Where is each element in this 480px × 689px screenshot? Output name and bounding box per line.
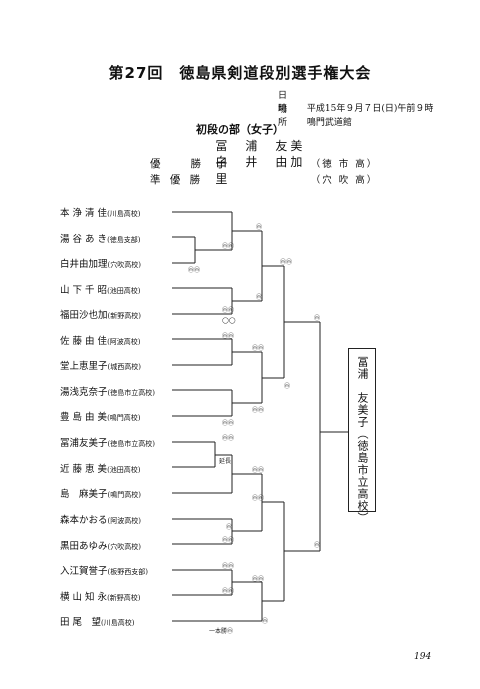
score-mark: ◯◯ (222, 317, 236, 324)
date-value: 平成15年９月７日(日)午前９時 (306, 104, 434, 114)
player-entry: 豊 島 由 美(鳴門高校) (60, 412, 141, 423)
score-mark: ⓜⓜ (222, 435, 235, 442)
venue-label: 場 所 (278, 105, 305, 128)
score-mark: ⓜ (284, 383, 291, 390)
player-entry: 堂上恵里子(城西高校) (60, 361, 141, 372)
champion-school: （徳島市立高校） (356, 428, 369, 524)
score-mark: 一本勝ⓜ (209, 628, 234, 635)
player-entry: 黒田あゆみ(穴吹高校) (60, 541, 141, 552)
score-mark: ⓜⓜ (222, 420, 235, 427)
champion-box (348, 348, 376, 512)
player-entry: 森本かおる(阿波高校) (60, 515, 141, 526)
score-mark: ⓜⓜ (222, 243, 235, 250)
score-mark: ⓜⓜ (188, 267, 201, 274)
page-number: 194 (414, 652, 432, 662)
score-mark: ⓜⓜ (252, 495, 265, 502)
player-entry: 田 尾 望(川島高校) (60, 617, 135, 628)
player-entry: 福田沙也加(新野高校) (60, 310, 141, 321)
champion-name: 冨浦 友美子 (356, 356, 369, 428)
division-title: 初段の部（女子） (196, 123, 284, 136)
player-entry: 本 浄 清 佳(川島高校) (60, 208, 141, 219)
result-runner-up: 準 優 勝 白 井 由加里 （穴 吹 高） (150, 153, 378, 187)
score-mark: 延長 (219, 458, 232, 465)
champion-label: 冨浦 友美子（徳島市立高校） (352, 356, 370, 524)
player-entry: 冨浦友美子(徳島市立高校) (60, 438, 155, 449)
score-mark: ⓜ (314, 315, 321, 322)
score-mark: ⓜ (262, 618, 269, 625)
score-mark: ⓜⓜ (222, 537, 235, 544)
player-entry: 湯 谷 あ き(徳島支部) (60, 234, 141, 245)
player-entry: 近 藤 恵 美(池田高校) (60, 464, 141, 475)
player-entry: 山 下 千 昭(池田高校) (60, 285, 141, 296)
player-entry: 白井由加理(穴吹高校) (60, 259, 141, 270)
score-mark: ⓜⓜ (252, 576, 265, 583)
score-mark: ⓜⓜ (280, 259, 293, 266)
score-mark: ⓜⓜ (222, 563, 235, 570)
result-winner: 優 勝 冨 浦 友美子 （徳 市 高） (150, 137, 378, 171)
score-mark: ⓜⓜ (222, 307, 235, 314)
page-title: 第27回 徳島県剣道段別選手権大会 (108, 64, 372, 82)
result-label: 準 優 勝 (150, 174, 204, 186)
player-entry: 湯浅克奈子(徳島市立高校) (60, 387, 155, 398)
score-mark: ⓜⓜ (222, 333, 235, 340)
event-venue: 場 所 鳴門武道館 (278, 102, 352, 128)
player-entry: 横 山 知 永(新野高校) (60, 592, 141, 603)
date-label: 日 時 (278, 91, 305, 114)
venue-value: 鳴門武道館 (306, 118, 352, 128)
result-school: （徳 市 高） (310, 159, 379, 170)
player-entry: 島 麻美子(鳴門高校) (60, 489, 141, 500)
score-mark: ⓜ (226, 524, 233, 531)
player-entry: 入江賀誉子(板野西支部) (60, 566, 148, 577)
score-mark: ⓜ (314, 542, 321, 549)
score-mark: ⓜ (256, 224, 263, 231)
event-date: 日 時 平成15年９月７日(日)午前９時 (278, 88, 433, 114)
result-name: 冨 浦 友美子 (215, 139, 306, 170)
score-mark: ⓜⓜ (252, 345, 265, 352)
score-mark: ⓜⓜ (252, 467, 265, 474)
player-entry: 佐 藤 由 佳(阿波高校) (60, 336, 141, 347)
result-name: 白 井 由加里 (215, 155, 306, 186)
result-school: （穴 吹 高） (310, 175, 379, 186)
score-mark: ⓜ (256, 294, 263, 301)
result-label: 優 勝 (150, 158, 204, 170)
score-mark: ⓜⓜ (222, 588, 235, 595)
score-mark: ⓜⓜ (252, 407, 265, 414)
